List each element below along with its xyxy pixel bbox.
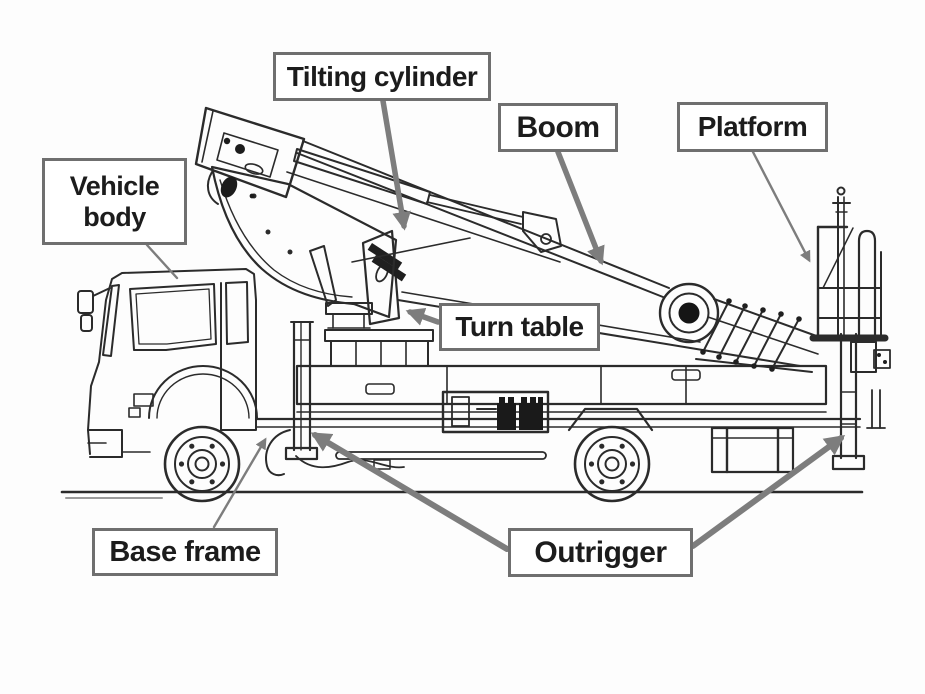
- label-outrigger-text: Outrigger: [534, 535, 667, 569]
- turn-table-part: [309, 229, 434, 367]
- boom-telescope: [286, 140, 801, 367]
- leader-arrow-boom: [555, 149, 605, 266]
- label-boom: Boom: [498, 103, 618, 152]
- rear-wheel: [567, 407, 654, 503]
- label-turn-table-text: Turn table: [455, 311, 584, 343]
- label-platform: Platform: [677, 102, 828, 152]
- label-outrigger: Outrigger: [508, 528, 693, 577]
- ground-line: [60, 490, 864, 499]
- label-tilting-cylinder-text: Tilting cylinder: [286, 60, 478, 92]
- label-tilting-cylinder: Tilting cylinder: [273, 52, 491, 101]
- label-platform-text: Platform: [697, 111, 808, 143]
- base-frame-rails: [254, 411, 862, 428]
- lower-boom: [210, 165, 398, 319]
- tilting-cylinder-part: [293, 148, 562, 253]
- boom-pulley: [658, 282, 823, 355]
- leader-arrow-tilting-cylinder: [380, 98, 411, 231]
- front-wheel: [163, 425, 241, 503]
- leader-arrow-platform: [751, 150, 811, 263]
- label-turn-table: Turn table: [439, 303, 600, 351]
- leader-arrow-turn-table: [405, 307, 441, 326]
- label-boom-text: Boom: [516, 110, 601, 144]
- label-base-frame-text: Base frame: [109, 535, 261, 568]
- hose-linkage: [695, 298, 813, 373]
- leader-arrow-outrigger-rear: [690, 434, 846, 549]
- control-valve-box: [441, 390, 550, 434]
- cargo-bed: [295, 364, 828, 406]
- leader-arrow-outrigger-front: [310, 432, 510, 552]
- label-vehicle-body-line1: Vehicle: [69, 171, 160, 202]
- boom-head: [194, 106, 306, 205]
- leader-arrows: [145, 98, 846, 552]
- label-vehicle-body-line2: body: [83, 201, 146, 232]
- cab: [77, 268, 258, 458]
- label-base-frame: Base frame: [92, 528, 278, 576]
- front-outrigger-leg: [265, 320, 319, 477]
- exhaust-and-hose: [295, 451, 547, 470]
- leader-line-vehicle-body: [145, 243, 179, 280]
- leader-arrow-base-frame: [212, 437, 267, 529]
- label-vehicle-body: Vehicle body: [42, 158, 187, 245]
- toolbox: [710, 426, 795, 474]
- platform-basket: [809, 186, 891, 373]
- side-mirror: [77, 290, 94, 314]
- truck-drawing: [60, 106, 891, 503]
